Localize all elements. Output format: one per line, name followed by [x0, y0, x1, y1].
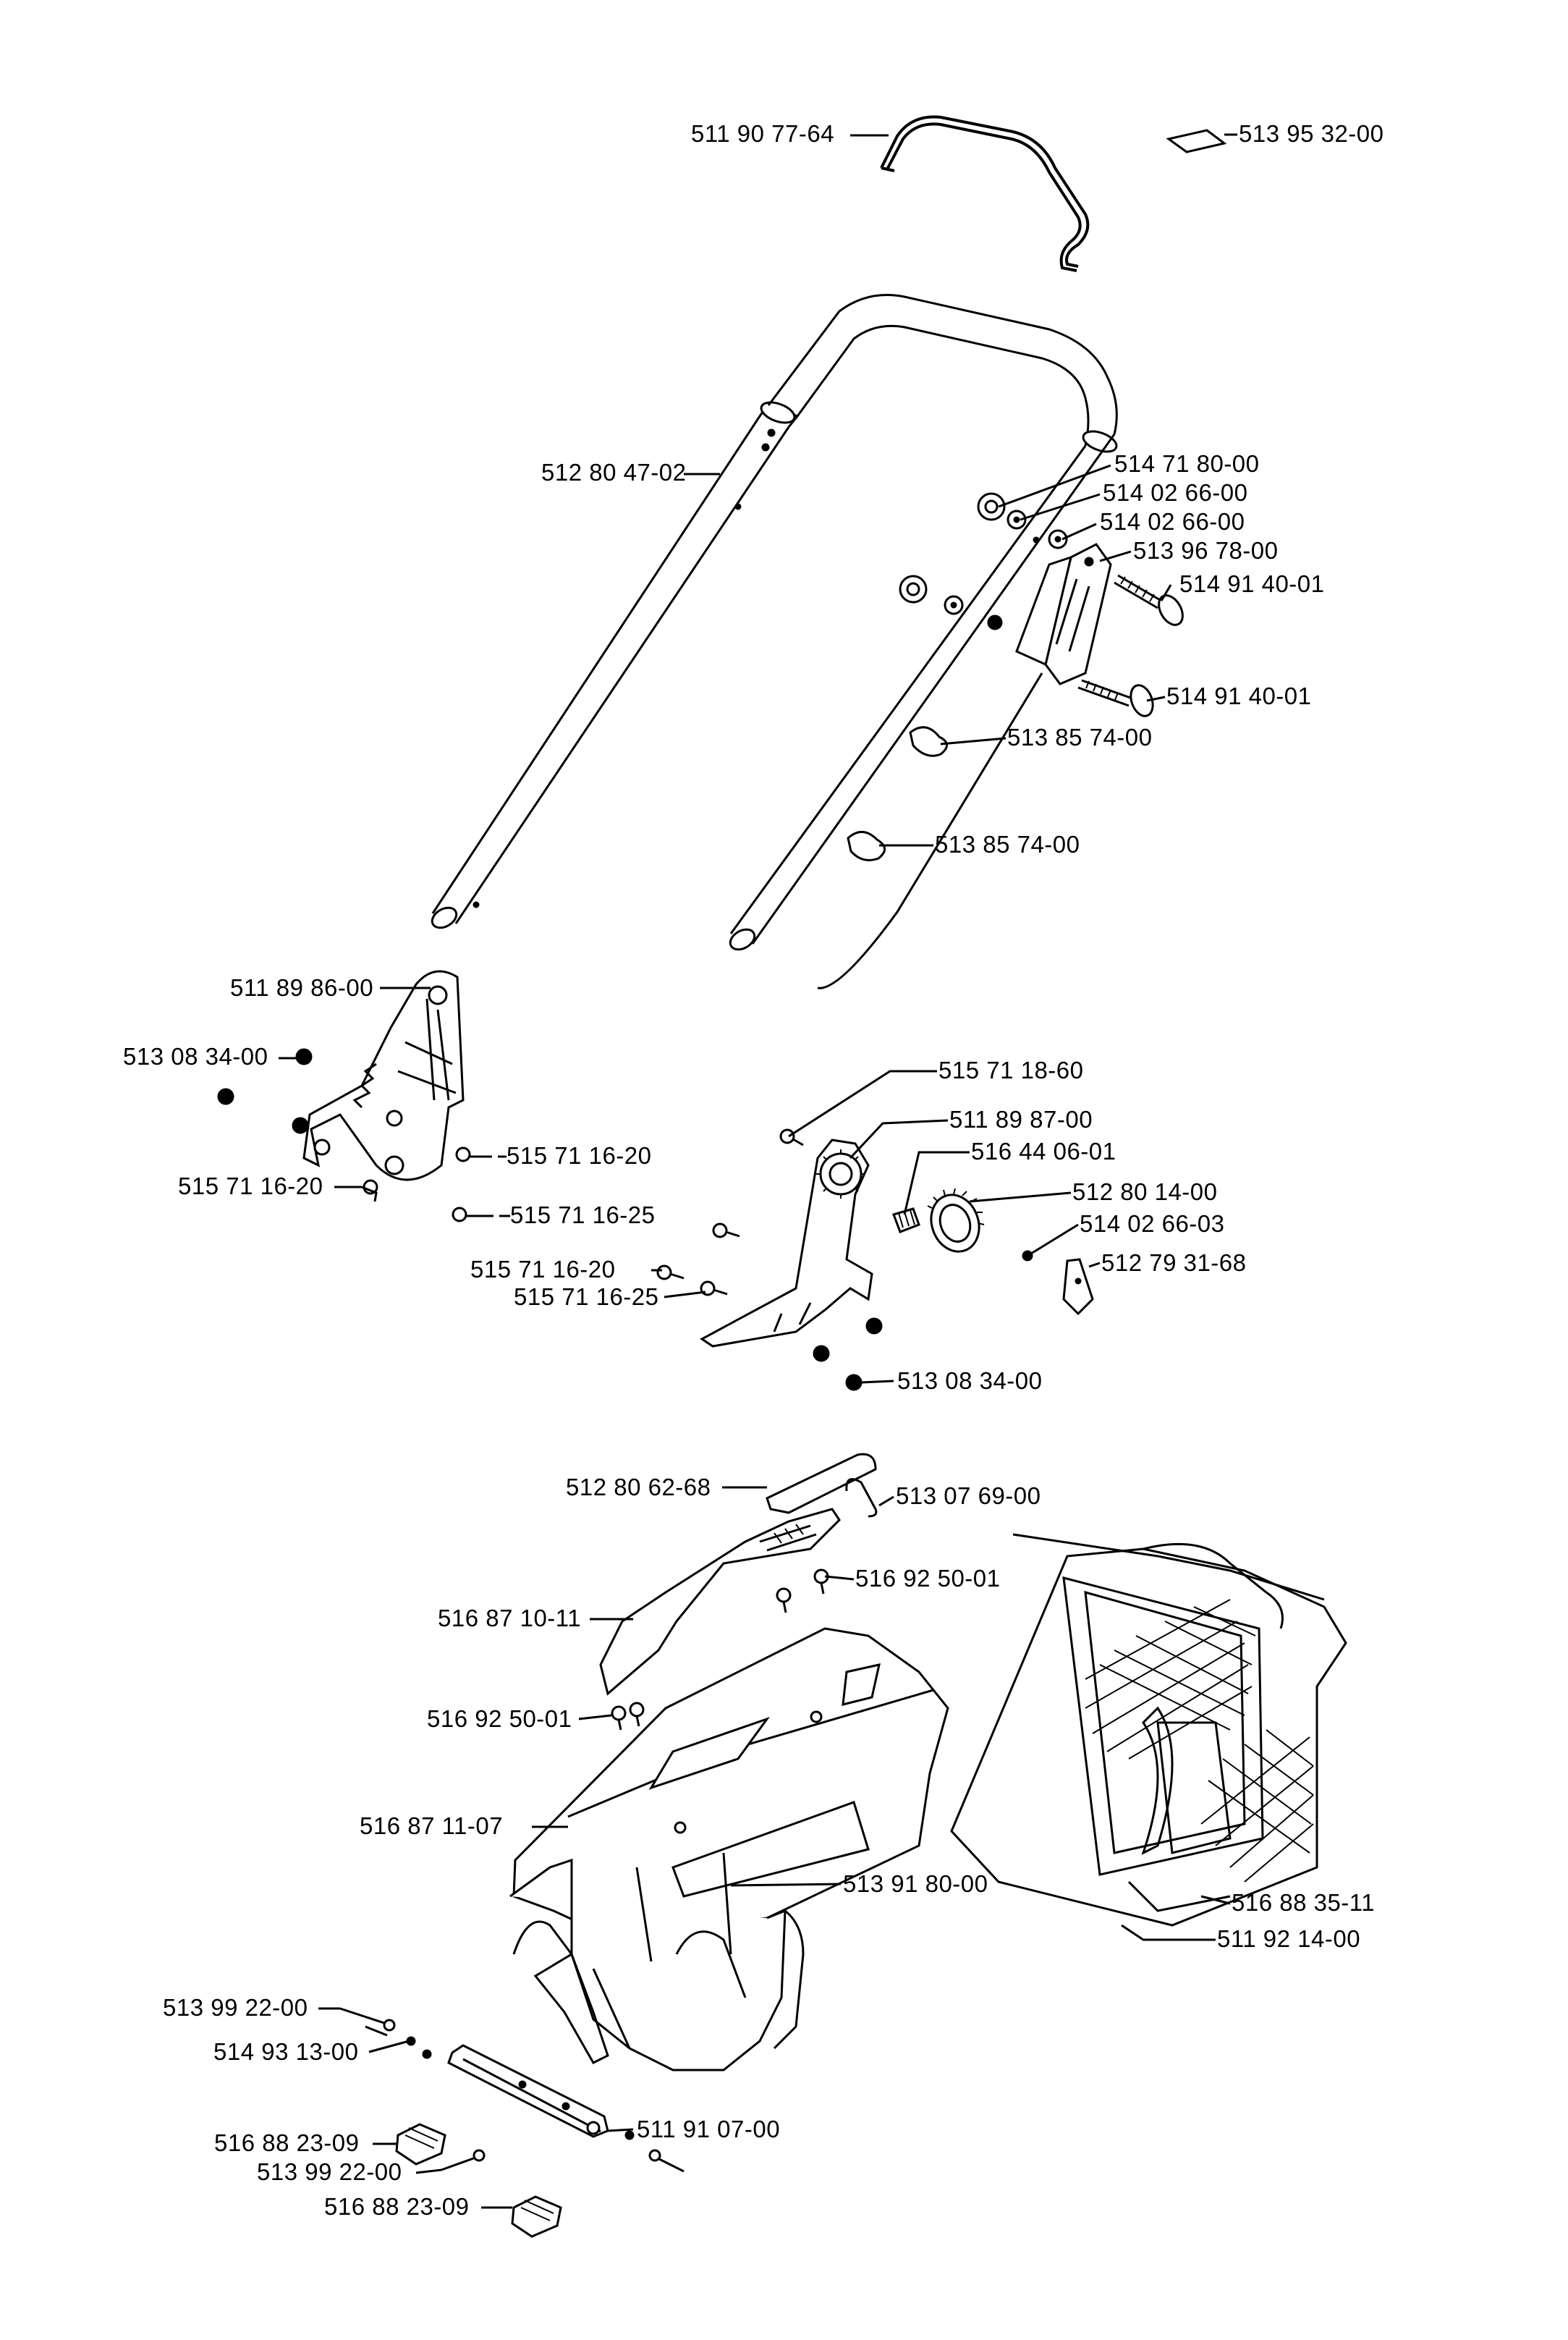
label-upper-handle: 512 80 47-02	[541, 459, 687, 486]
label-pin-b: 513 99 22-00	[257, 2158, 402, 2185]
label-knob: 512 80 14-00	[1072, 1178, 1218, 1205]
label-cable-clip-a: 513 85 74-00	[1007, 724, 1153, 751]
label-hinge-plate: 511 91 07-00	[637, 2116, 781, 2142]
clip	[845, 1478, 878, 1518]
label-bolt-a: 514 91 40-01	[1179, 570, 1325, 597]
cable-clips	[847, 726, 948, 861]
label-spring: 516 44 06-01	[971, 1138, 1116, 1165]
label-screw-left-a: 515 71 16-20	[507, 1142, 652, 1169]
hinge-plate	[447, 2044, 609, 2138]
label-washer-b: 514 02 66-00	[1100, 508, 1245, 535]
cover	[509, 1627, 949, 2071]
label-trim-strip: 512 80 62-68	[566, 1474, 711, 1500]
label-left-bracket: 511 89 86-00	[230, 974, 374, 1001]
label-grass-bag: 516 88 35-11	[1232, 1889, 1376, 1916]
label-decal: 513 95 32-00	[1239, 120, 1384, 147]
upper-handle	[431, 294, 1118, 951]
spring	[892, 1207, 920, 1233]
label-cover: 516 87 11-07	[360, 1812, 504, 1839]
label-screw-mid-a: 515 71 16-25	[510, 1201, 656, 1228]
label-latch: 512 79 31-68	[1101, 1249, 1247, 1276]
cable-housing	[817, 543, 1112, 989]
trim-strip	[766, 1453, 877, 1514]
handle-grip	[599, 1508, 841, 1696]
label-screw-cover-b: 516 92 50-01	[427, 1705, 572, 1732]
label-bolt-b: 514 91 40-01	[1166, 683, 1312, 709]
left-screws	[361, 1146, 493, 1222]
grass-bag	[950, 1533, 1347, 1927]
left-bracket	[302, 970, 465, 1181]
label-hinge-a: 516 88 23-09	[214, 2129, 360, 2156]
knob	[927, 1188, 985, 1253]
label-wire-bail: 511 90 77-64	[691, 120, 835, 147]
left-nuts	[217, 1048, 313, 1134]
label-washer-d: 514 93 13-00	[213, 2038, 359, 2065]
label-clip: 513 07 69-00	[896, 1482, 1041, 1509]
label-bag-frame: 511 92 14-00	[1217, 1925, 1361, 1952]
latch	[1062, 1258, 1094, 1316]
handle-nuts-washers	[899, 492, 1068, 615]
label-nut-top: 514 71 80-00	[1114, 450, 1260, 477]
cover-screws	[611, 1568, 829, 1731]
label-nut-left: 513 08 34-00	[123, 1043, 268, 1070]
right-bracket	[700, 1139, 873, 1348]
decal	[1166, 129, 1227, 153]
label-nut-bottom: 513 08 34-00	[897, 1367, 1043, 1394]
hinges	[395, 2123, 562, 2238]
label-washer-a: 514 02 66-00	[1103, 479, 1248, 506]
label-screw-mid-b: 515 71 16-20	[470, 1256, 616, 1283]
label-hinge-b: 516 88 23-09	[324, 2193, 470, 2220]
label-cover-decal: 513 91 80-00	[843, 1870, 988, 1897]
label-pin-a: 513 99 22-00	[163, 1994, 308, 2021]
label-handle-grip: 516 87 10-11	[438, 1605, 582, 1631]
leader-lines	[279, 133, 1237, 2209]
label-screw-left-b: 515 71 16-20	[178, 1173, 323, 1199]
label-cable-clip-b: 513 85 74-00	[935, 831, 1080, 858]
label-washer-c: 514 02 66-03	[1080, 1210, 1225, 1237]
label-screw-mid-c: 515 71 16-25	[514, 1283, 659, 1310]
wire-bail	[880, 115, 1090, 272]
label-screw-right-top: 515 71 18-60	[938, 1057, 1084, 1084]
label-cable-housing: 513 96 78-00	[1133, 537, 1279, 564]
label-screw-cover-a: 516 92 50-01	[855, 1565, 1001, 1592]
label-right-bracket: 511 89 87-00	[949, 1106, 1093, 1133]
bolts	[1077, 574, 1184, 717]
